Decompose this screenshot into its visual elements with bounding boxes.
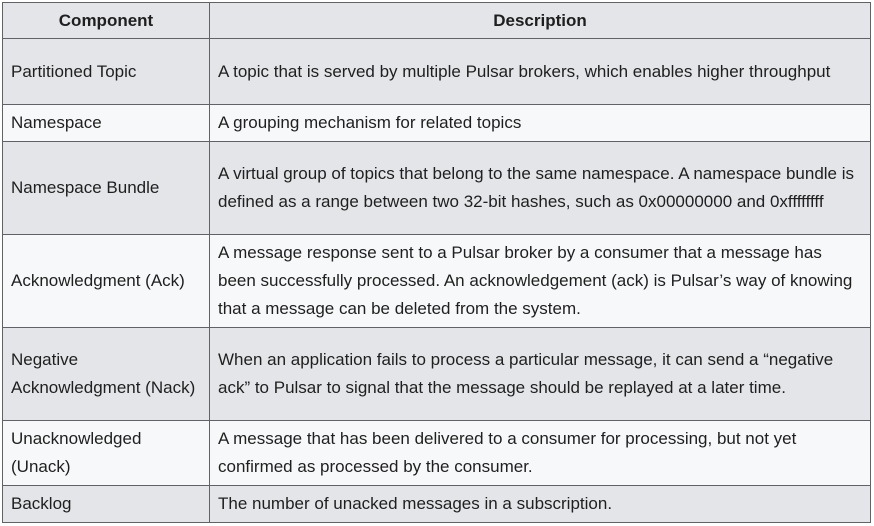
component-cell: Namespace Bundle	[2, 141, 210, 235]
component-cell: Unacknowledged (Unack)	[2, 420, 210, 486]
table-row: Negative Acknowledgment (Nack) When an a…	[2, 327, 871, 421]
description-cell: A topic that is served by multiple Pulsa…	[209, 38, 871, 105]
table-row: Backlog The number of unacked messages i…	[2, 485, 871, 523]
component-cell: Namespace	[2, 104, 210, 142]
column-header-component: Component	[2, 2, 210, 39]
table-row: Acknowledgment (Ack) A message response …	[2, 234, 871, 328]
description-cell: When an application fails to process a p…	[209, 327, 871, 421]
description-cell: The number of unacked messages in a subs…	[209, 485, 871, 523]
component-cell: Acknowledgment (Ack)	[2, 234, 210, 328]
table-row: Unacknowledged (Unack) A message that ha…	[2, 420, 871, 486]
table-row: Partitioned Topic A topic that is served…	[2, 38, 871, 105]
description-cell: A message that has been delivered to a c…	[209, 420, 871, 486]
component-cell: Backlog	[2, 485, 210, 523]
table-row: Namespace A grouping mechanism for relat…	[2, 104, 871, 142]
component-cell: Negative Acknowledgment (Nack)	[2, 327, 210, 421]
description-cell: A grouping mechanism for related topics	[209, 104, 871, 142]
table-header-row: Component Description	[2, 2, 871, 39]
table-row: Namespace Bundle A virtual group of topi…	[2, 141, 871, 235]
description-cell: A virtual group of topics that belong to…	[209, 141, 871, 235]
column-header-description: Description	[209, 2, 871, 39]
description-cell: A message response sent to a Pulsar brok…	[209, 234, 871, 328]
component-cell: Partitioned Topic	[2, 38, 210, 105]
